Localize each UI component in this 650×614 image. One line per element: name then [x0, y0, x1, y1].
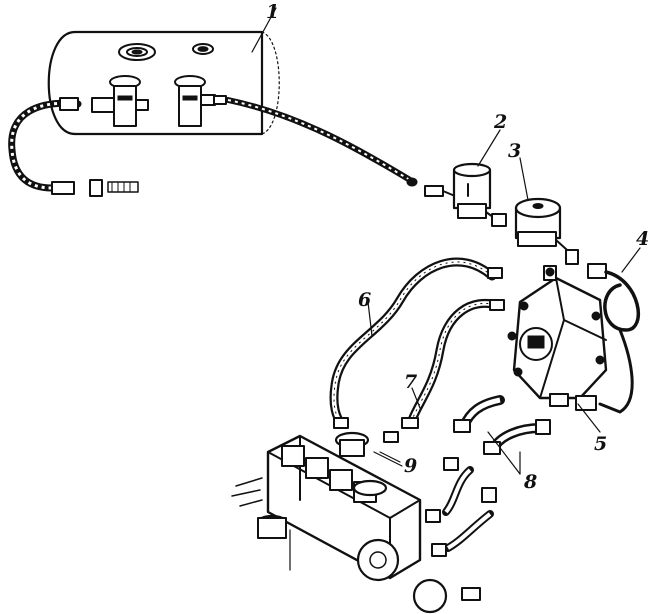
gas-filter	[452, 129, 507, 227]
filling-hose	[8, 97, 139, 197]
tank-top-fitting-left	[118, 43, 156, 61]
tank-top-fitting-right	[192, 43, 214, 55]
callout-8: 8	[523, 471, 537, 493]
tank-valve-left	[91, 75, 149, 127]
hose-6	[329, 257, 503, 429]
callout-2: 2	[493, 111, 507, 133]
callout-5: 5	[594, 433, 607, 455]
callout-1: 1	[266, 1, 279, 23]
supply-line	[225, 97, 456, 197]
engine-block	[231, 431, 448, 614]
callout-labels: 1 2 3 4 5 6 7 8 9	[266, 1, 649, 493]
hoses-8	[453, 395, 551, 475]
callout-9: 9	[404, 455, 417, 477]
callout-7: 7	[404, 371, 417, 393]
gas-cylinder	[47, 7, 280, 136]
pressure-reducer	[507, 265, 608, 433]
hose-7	[383, 298, 505, 443]
tank-valve-right	[174, 75, 227, 127]
engine-fittings	[425, 457, 497, 601]
callout-4: 4	[636, 228, 649, 250]
vacuum-tube	[587, 247, 641, 414]
solenoid-valve	[514, 157, 579, 265]
callout-6: 6	[358, 289, 371, 311]
callout-3: 3	[508, 140, 521, 162]
